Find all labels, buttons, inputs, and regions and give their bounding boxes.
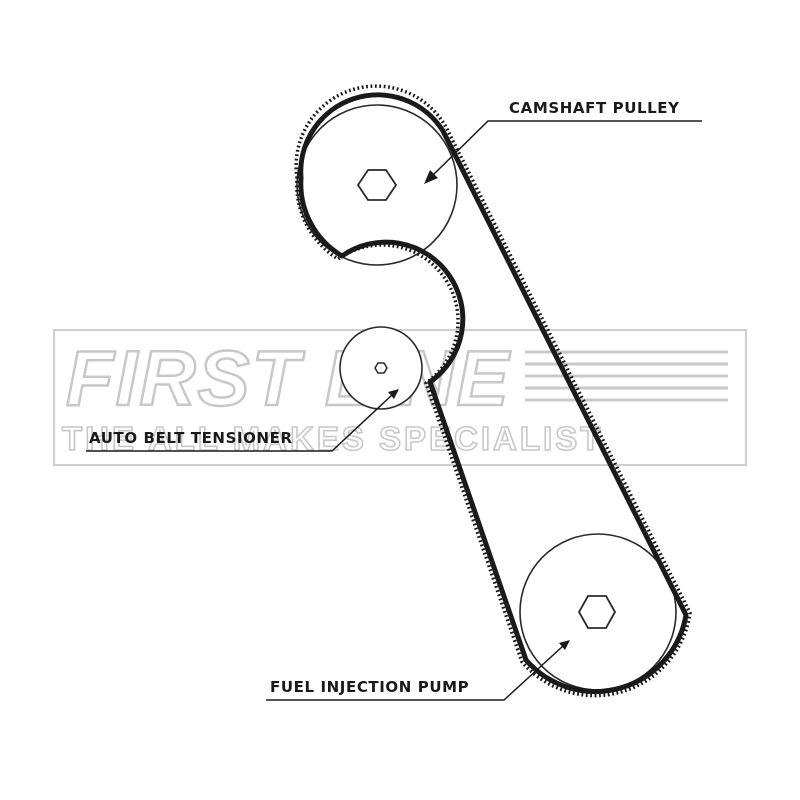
pump-hex-icon [577, 595, 617, 629]
timing-belt [294, 84, 692, 698]
camshaft-arrow-icon [424, 170, 438, 184]
leader-lines [86, 120, 702, 701]
leader-arrowheads [388, 170, 570, 650]
watermark-brand: FIRST LINE [66, 334, 511, 422]
camshaft-pulley-label: CAMSHAFT PULLEY [509, 99, 680, 117]
pump-arrow-icon [559, 640, 570, 650]
tensioner-leader [86, 394, 393, 452]
camshaft-hex-icon [356, 169, 398, 201]
camshaft-leader [431, 120, 702, 177]
pump-leader [266, 645, 564, 701]
fuel-injection-pump-label: FUEL INJECTION PUMP [270, 678, 469, 696]
watermark: FIRST LINE THE ALL MAKES SPECIALIST [53, 329, 747, 466]
auto-belt-tensioner-label: AUTO BELT TENSIONER [89, 429, 293, 447]
watermark-frame [53, 329, 747, 466]
tensioner-hex-icon [374, 362, 388, 374]
tensioner-arrow-icon [388, 389, 399, 399]
